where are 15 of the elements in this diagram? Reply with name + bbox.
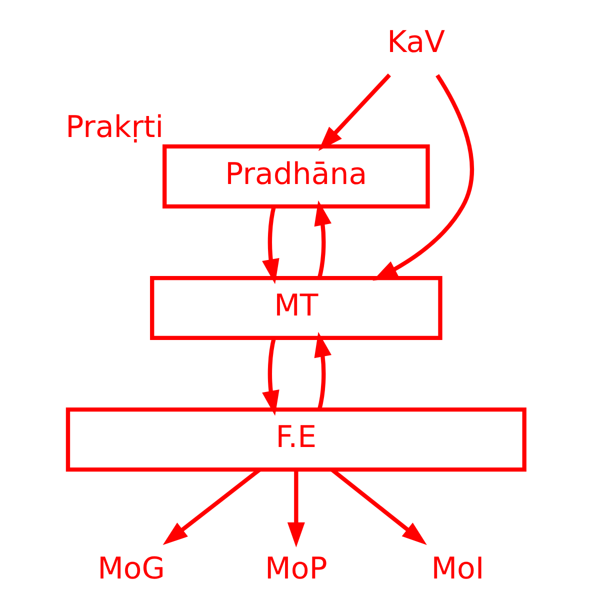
arrow: [287, 470, 305, 548]
arrow: [262, 338, 280, 416]
node-box: Pradhāna: [162, 144, 430, 208]
node-label: Prakṛti: [66, 110, 164, 146]
arrow: [314, 332, 332, 410]
node-text: MoP: [265, 551, 328, 586]
arrow: [314, 200, 332, 278]
node-text: KaV: [387, 25, 446, 60]
node-box: MT: [150, 276, 442, 340]
arrow: [318, 74, 391, 151]
node-text: MoG: [98, 551, 165, 586]
arrow: [372, 74, 474, 281]
node-text: MoI: [431, 551, 484, 586]
arrow: [262, 206, 280, 284]
node-box: F.E: [66, 408, 526, 472]
